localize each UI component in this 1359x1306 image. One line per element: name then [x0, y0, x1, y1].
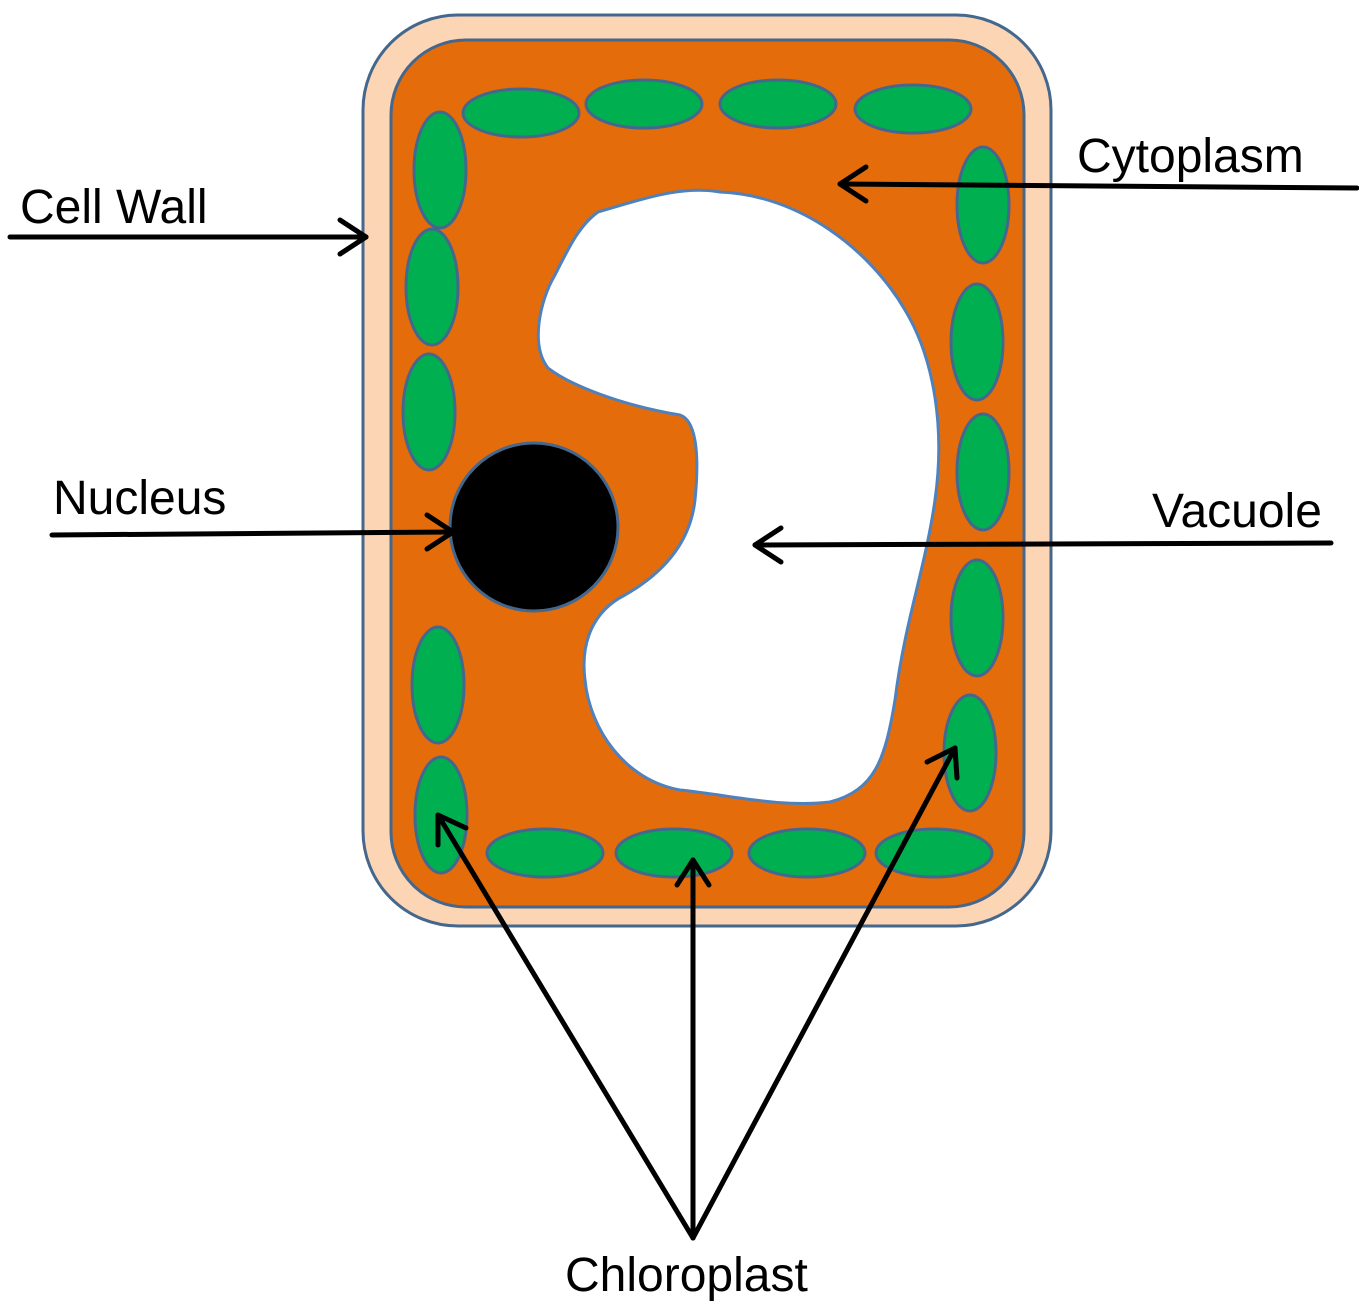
- chloroplast: [403, 354, 455, 470]
- chloroplast: [463, 89, 579, 137]
- chloroplast: [855, 85, 971, 133]
- chloroplast: [414, 112, 466, 228]
- cytoplasm-label: Cytoplasm: [1077, 133, 1304, 181]
- chloroplast: [412, 627, 464, 743]
- chloroplast: [957, 414, 1009, 530]
- nucleus-label: Nucleus: [53, 475, 226, 523]
- cell-wall-label: Cell Wall: [20, 184, 208, 232]
- chloroplast: [406, 229, 458, 345]
- chloroplast: [749, 829, 865, 877]
- chloroplast-label: Chloroplast: [565, 1252, 808, 1300]
- nucleus-arrow: [52, 532, 453, 535]
- vacuole-label: Vacuole: [1152, 488, 1322, 536]
- chloroplast: [951, 284, 1003, 400]
- chloroplast: [957, 147, 1009, 263]
- chloroplast: [720, 80, 836, 128]
- vacuole-arrow: [755, 543, 1331, 545]
- chloroplast: [951, 560, 1003, 676]
- nucleus: [450, 443, 618, 611]
- chloroplast: [876, 829, 992, 877]
- chloroplast: [487, 829, 603, 877]
- chloroplast: [616, 829, 732, 877]
- chloroplast: [586, 80, 702, 128]
